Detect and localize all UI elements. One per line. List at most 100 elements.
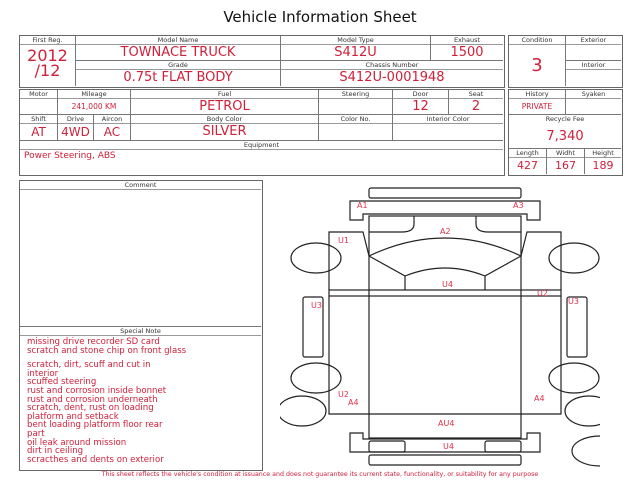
special-note-label: Special Note [20,326,261,336]
hood-right [475,216,521,233]
aircon-value: AC [103,124,121,139]
model-type-label: Model Type [281,36,430,45]
door-label: Door [393,90,448,99]
note-item: bent loading platform floor rear [27,420,163,431]
mark-u3-left: U3 [311,301,322,310]
width-value: 167 [555,159,576,172]
condition-value: 3 [531,54,543,76]
mileage-value: 241,000 KM [71,101,117,111]
syaken-label: Syaken [566,90,621,99]
hood-left [369,216,415,233]
aircon-label: Aircon [94,115,130,124]
shift-value: AT [31,124,46,139]
mark-a4-right: A4 [534,394,545,403]
note-item: scratch, dirt, scuff and cut in [27,360,151,371]
condition-label: Condition [509,36,565,45]
note-item: platform and setback [27,411,119,422]
mileage-label: Mileage [58,90,130,99]
drive-value: 4WD [61,124,90,139]
windshield-top [368,237,522,257]
model-type-value: S412U [334,44,377,60]
mark-a3: A3 [513,201,524,210]
model-name-value: TOWNACE TRUCK [120,44,236,60]
equipment-label: Equipment [20,141,503,150]
front-right-wheel [548,242,600,274]
note-item: dirt in ceiling [27,446,84,457]
rear-right-wheel [548,362,600,394]
grade-value: 0.75t FLAT BODY [123,70,233,85]
note-item: scracthes and dents on exterior [27,454,164,465]
vehicle-main-info: First Reg. 2012/12 Model Name TOWNACE TR… [19,35,505,88]
mark-u3-right: U3 [568,297,579,306]
recycle-fee-label: Recycle Fee [545,115,585,123]
door-value: 12 [412,98,429,114]
seat-value: 2 [471,98,481,114]
drive-label: Drive [58,115,93,124]
page-title: Vehicle Information Sheet [223,8,417,26]
history-label: History [509,90,565,99]
recycle-fee-value: 7,340 [546,128,584,144]
condition-box: Condition 3 Exterior Interior [508,35,623,88]
chassis-number-label: Chassis Number [281,61,503,70]
a-pillar-left [368,255,406,290]
first-reg-value: 2012/12 [20,46,75,80]
mark-u2-right: U2 [537,289,548,298]
comment-label: Comment [20,181,261,190]
grade-label: Grade [76,61,280,70]
note-item: scratch, dent, rust on loading [27,403,154,414]
shift-label: Shift [20,115,57,124]
motor-label: Motor [20,90,57,99]
first-reg-label: First Reg. [20,36,75,45]
length-label: Length [509,149,546,158]
note-item: rust and corrosion underneath [27,394,158,405]
interior-color-label: Interior Color [393,115,503,124]
note-item: missing drive recorder SD card [27,337,160,347]
note-item: scuffed steering [27,377,97,388]
exhaust-value: 1500 [450,44,484,60]
special-notes-list: missing drive recorder SD card scratch a… [27,338,186,464]
mark-u4-bottom: U4 [443,442,454,451]
mark-a4-left: A4 [348,398,359,407]
height-value: 189 [592,159,614,172]
rear-lamp-right [484,440,522,453]
left-step [302,296,324,358]
front-left-wheel [290,242,342,274]
windshield-bottom [404,267,486,277]
body-color-label: Body Color [131,115,318,124]
left-bed-side [328,296,369,415]
rear-bar [368,454,522,466]
exterior-label: Exterior [566,36,621,45]
front-bumper [349,200,541,221]
first-reg-year: 2012 [27,46,68,65]
model-name-label: Model Name [76,36,280,45]
rear-left-wheel [290,362,342,394]
left-fender [328,231,370,290]
right-bed-side [521,296,562,415]
note-item: part [27,428,45,439]
note-item: rust and corrosion inside bonnet [27,385,167,396]
fuel-label: Fuel [131,90,318,99]
steering-label: Steering [319,90,392,99]
mark-a1: A1 [357,201,368,210]
chassis-number-value: S412U-0001948 [339,70,445,85]
first-reg-month: /12 [34,61,61,80]
mark-a2: A2 [440,227,451,236]
disclaimer-footer: This sheet reflects the vehicle's condit… [101,471,539,478]
cab-divider [328,289,562,297]
note-item: interior [27,368,59,379]
mark-u2-left: U2 [338,390,349,399]
right-fender [520,231,562,290]
comment-box: Comment Special Note missing drive recor… [19,180,263,471]
rear-right-wheel-2 [564,395,600,427]
color-no-label: Color No. [319,115,392,124]
fuel-value: PETROL [199,98,250,114]
seat-label: Seat [449,90,503,99]
rear-left-wheel-2 [280,395,327,427]
mark-u4-top: U4 [442,280,453,289]
note-item: oil leak around mission [27,437,127,448]
rear-lamp-left [368,440,406,453]
history-value: PRIVATE [521,101,553,111]
exhaust-label: Exhaust [431,36,503,45]
equipment-value: Power Steering, ABS [24,151,116,161]
